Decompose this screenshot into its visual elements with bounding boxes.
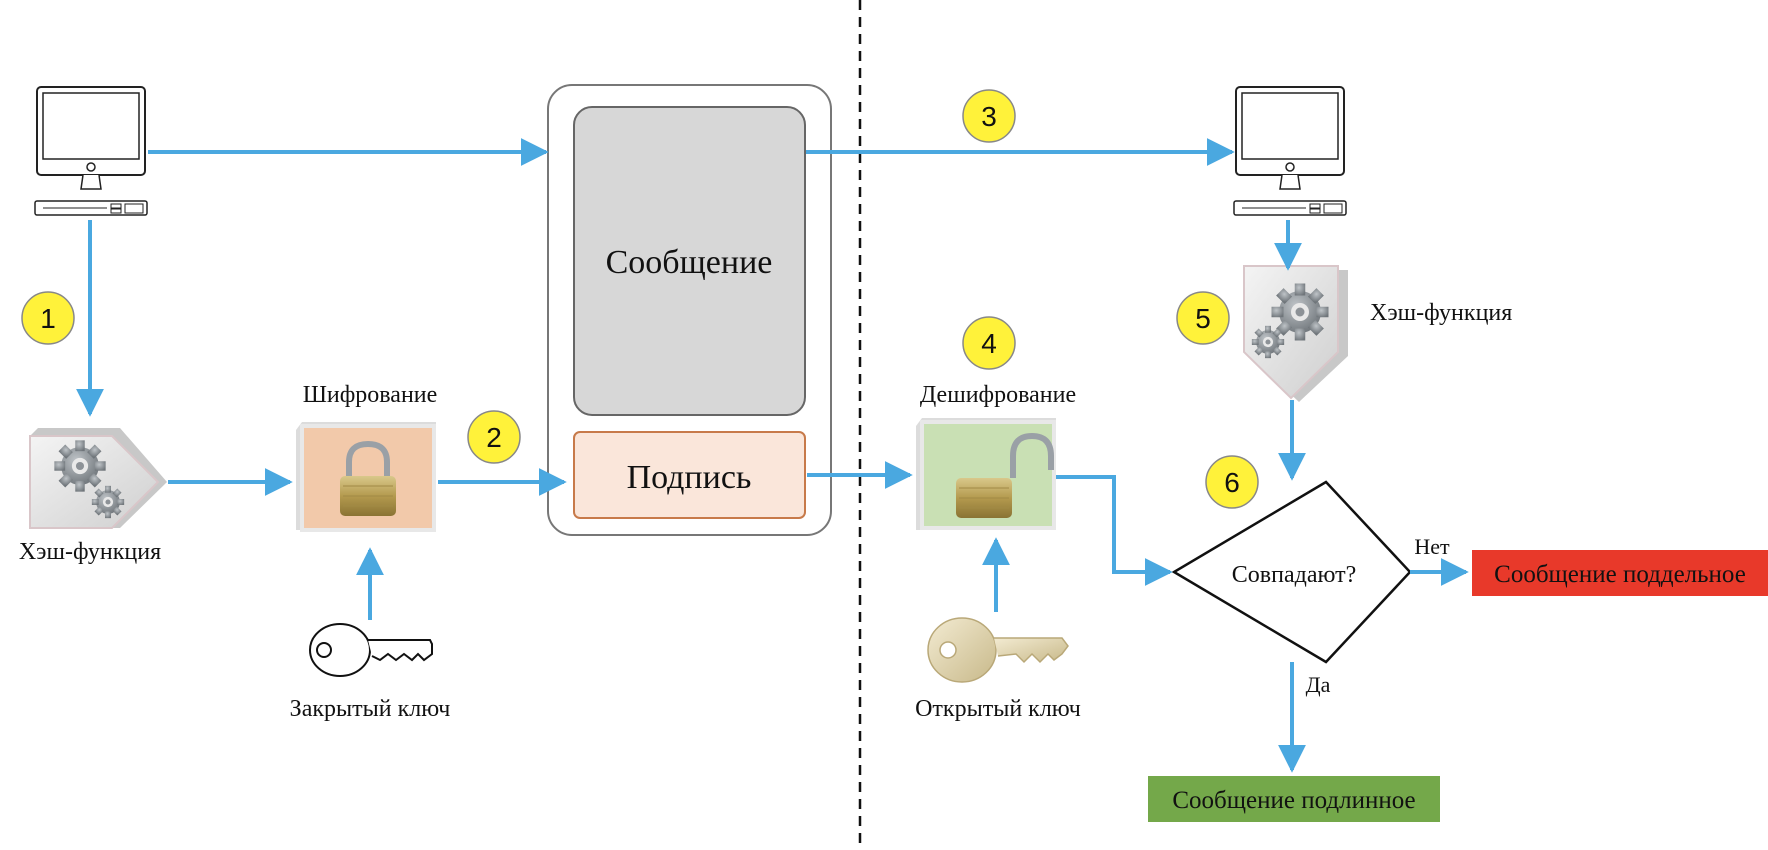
result-authentic-box — [1148, 776, 1440, 822]
encryption-label: Шифрование — [303, 382, 438, 408]
key-icon — [309, 611, 433, 677]
decryption-label: Дешифрование — [920, 382, 1076, 408]
signed-message-container — [547, 84, 832, 536]
hash-function-label-right: Хэш-функция — [1370, 300, 1512, 326]
lock-icon — [296, 422, 436, 532]
decision-diamond — [1171, 480, 1412, 664]
decision-no-label: Нет — [1414, 534, 1450, 559]
signature-label: Подпись — [627, 459, 752, 496]
decision-yes-label: Да — [1306, 672, 1331, 697]
sender-computer-icon — [34, 86, 148, 216]
unlock-icon — [916, 418, 1056, 530]
decision-label: Совпадают? — [1232, 562, 1356, 588]
signature-box — [573, 431, 806, 519]
gear-hash-icon — [29, 428, 167, 529]
gear-hash-icon — [1243, 265, 1348, 402]
public-key-label: Открытый ключ — [915, 696, 1081, 722]
step-1-badge: 1 — [40, 303, 56, 334]
step-4-badge: 4 — [981, 328, 997, 359]
flow-arrows — [76, 138, 1469, 773]
hash-function-label-left: Хэш-функция — [19, 539, 161, 565]
step-2-badge: 2 — [486, 422, 502, 453]
message-box — [573, 106, 806, 416]
step-5-badge: 5 — [1195, 303, 1211, 334]
step-badges — [21, 89, 1259, 509]
result-authentic-label: Сообщение подлинное — [1172, 787, 1415, 814]
key-icon — [927, 617, 1069, 683]
message-label: Сообщение — [606, 244, 773, 281]
step-6-badge: 6 — [1224, 467, 1240, 498]
private-key-label: Закрытый ключ — [290, 696, 451, 722]
receiver-computer-icon — [1233, 86, 1347, 216]
result-fake-box — [1472, 550, 1768, 596]
result-fake-label: Сообщение поддельное — [1494, 561, 1746, 588]
step-3-badge: 3 — [981, 101, 997, 132]
